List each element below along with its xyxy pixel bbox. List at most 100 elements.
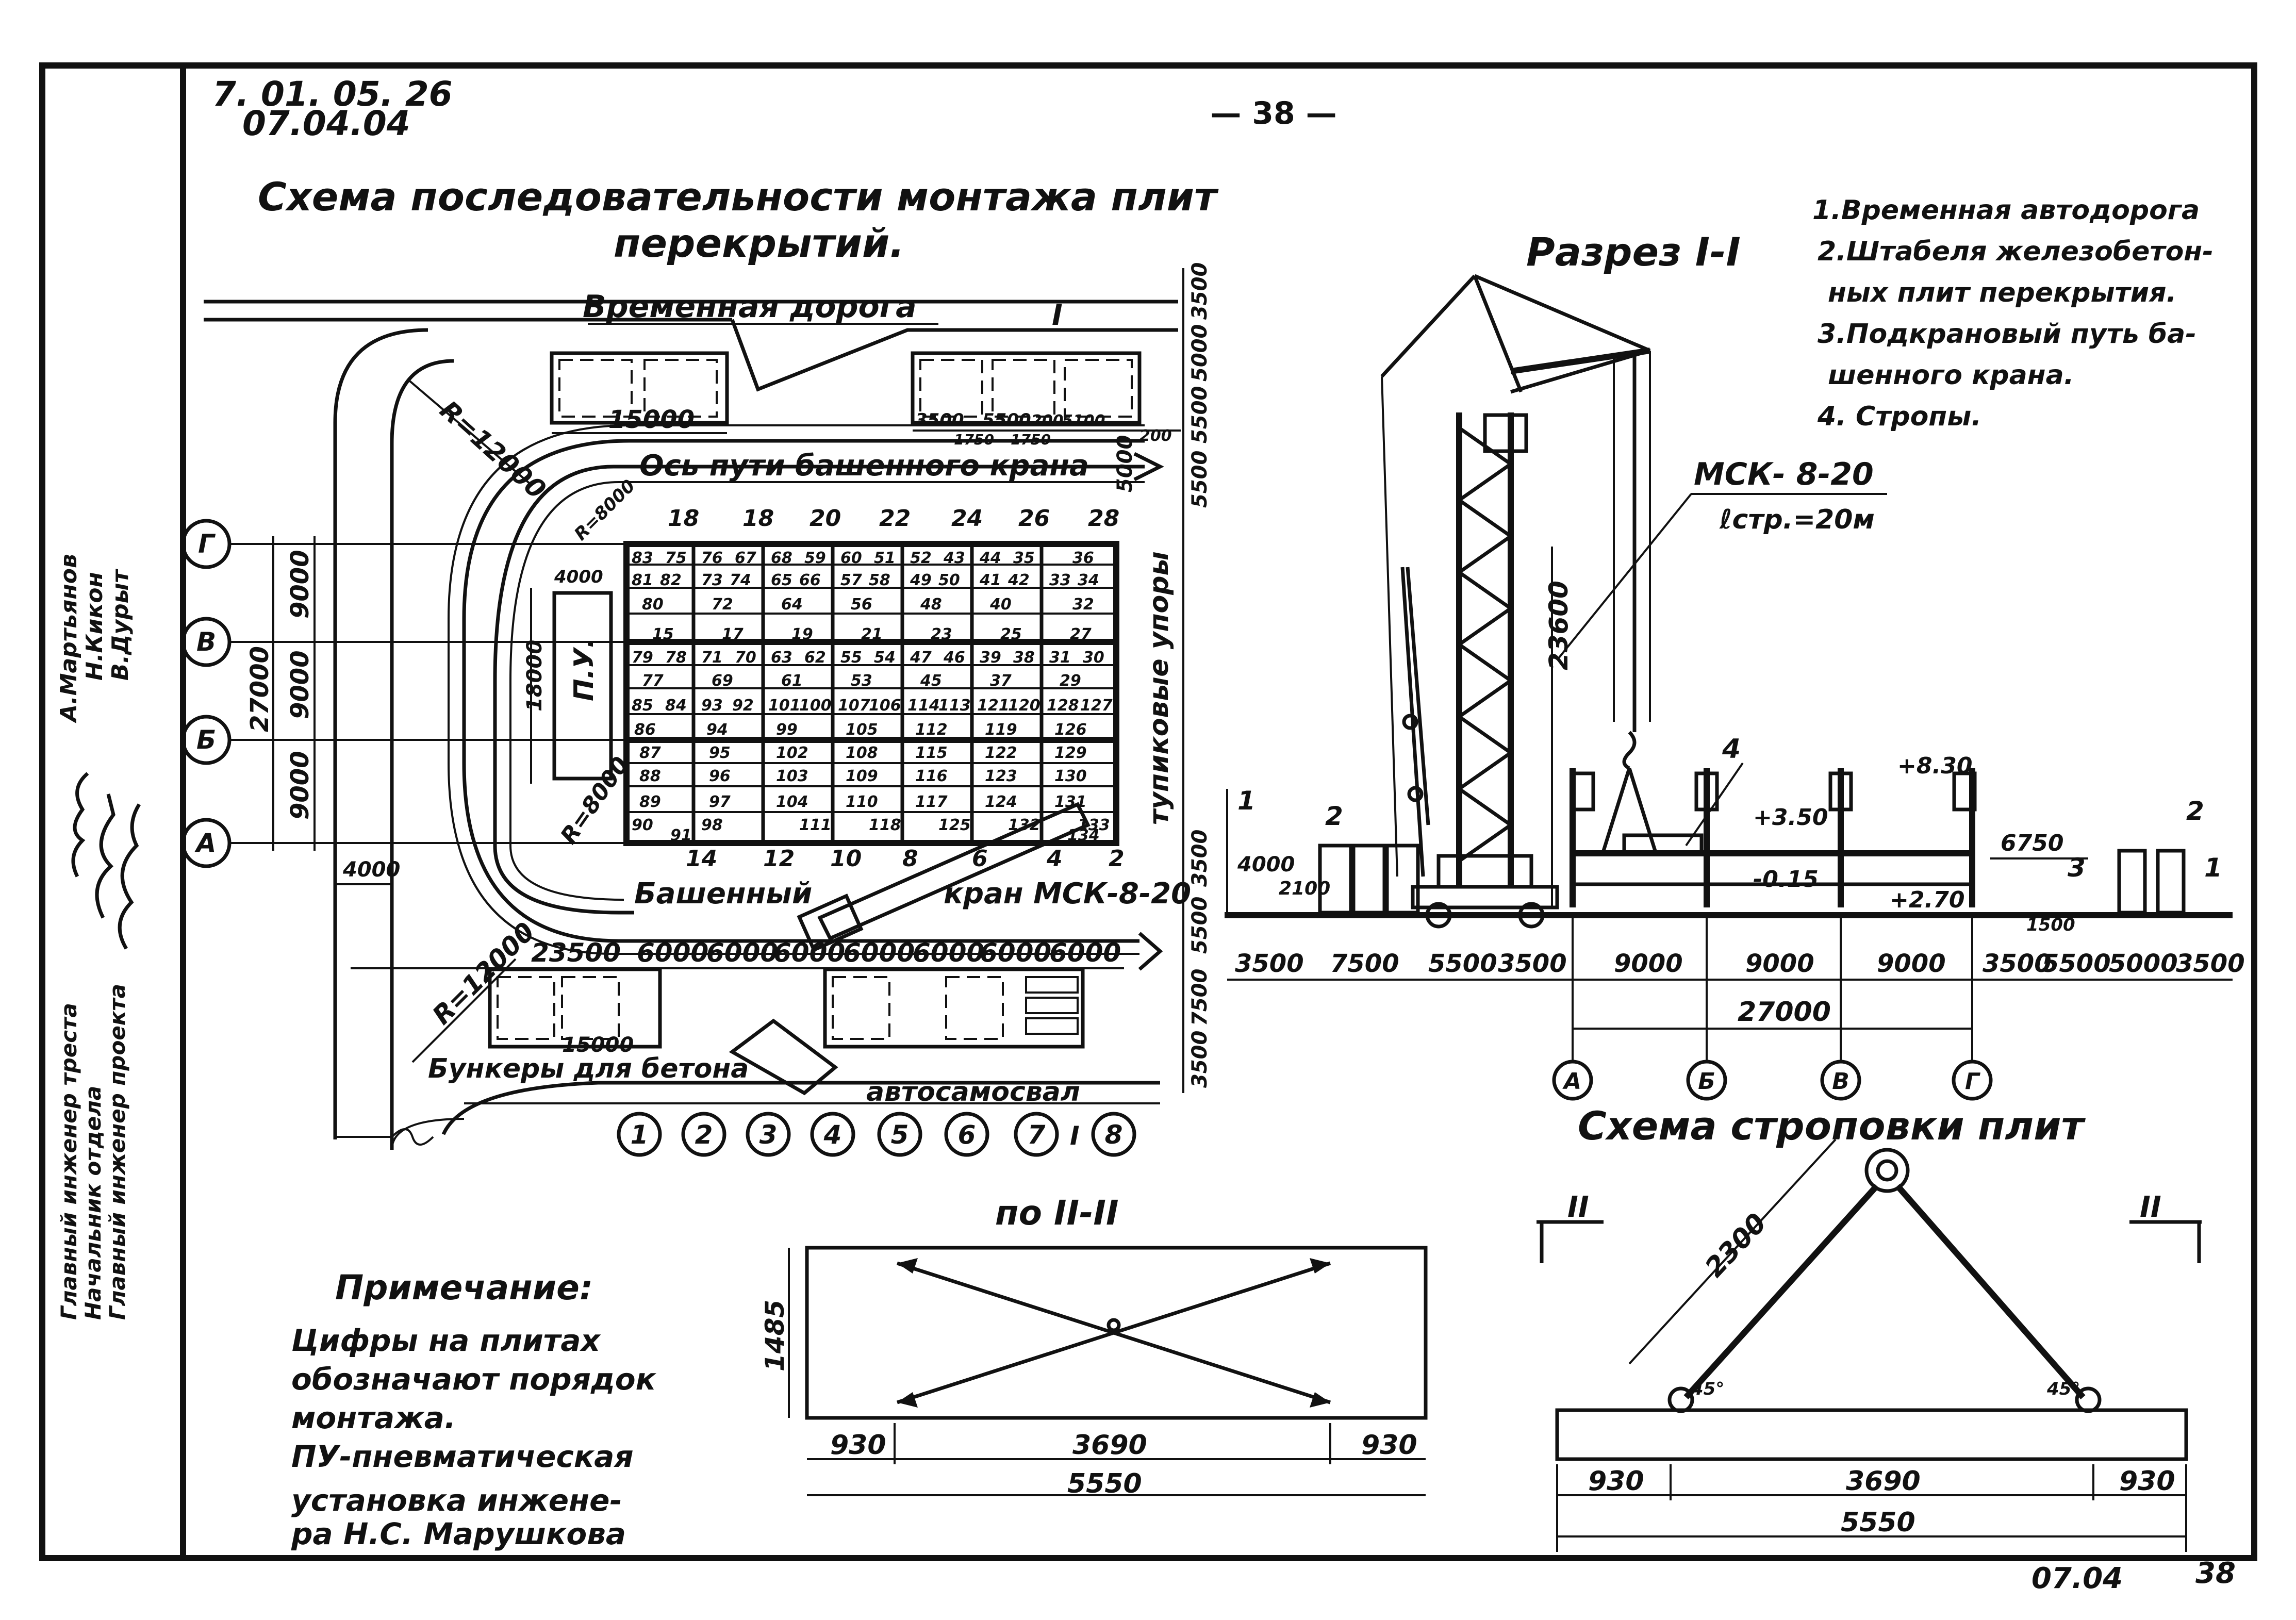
plate-num: 121	[977, 697, 1010, 715]
plate-num: 35	[1013, 549, 1035, 567]
bottom-number: 3	[759, 1120, 778, 1150]
plate-num: 55	[840, 649, 862, 667]
plate-num: 113	[938, 697, 971, 715]
section-axis-label: А	[1562, 1068, 1581, 1095]
doc-code-line2: 07.04.04	[242, 104, 410, 143]
bottom-number: 4	[823, 1120, 842, 1150]
stamp-name-1: А.Мартьянов	[56, 554, 82, 723]
plate-num: 46	[943, 649, 965, 667]
section-mark: 1	[1237, 786, 1256, 816]
elevation: +2.70	[1890, 887, 1964, 913]
section-axes: А Б В Г	[1552, 1060, 1993, 1101]
plate-num: 124	[985, 793, 1017, 811]
plate-num: 50	[938, 571, 960, 589]
section-mark: 1	[2204, 853, 2222, 883]
dim-top-right-4: 200	[1139, 427, 1172, 445]
plate-num: 41	[979, 571, 1001, 589]
legend-line: 1.Временная автодорога	[1812, 195, 2200, 226]
plate-num: 103	[776, 767, 808, 785]
section-title: Разрез I-I	[1526, 229, 1741, 275]
plate-num: 25	[1000, 625, 1022, 643]
tower-crane-plan	[797, 802, 1091, 952]
plate-num: 119	[985, 721, 1017, 739]
plate-num: 128	[1047, 697, 1079, 715]
bottom-number: 2	[695, 1120, 713, 1150]
column-top-label: 20	[810, 505, 841, 532]
plate-num: 27	[1070, 625, 1092, 643]
section-axis-label: В	[1832, 1068, 1849, 1095]
plate-num: 52	[910, 549, 932, 567]
dump-truck	[729, 1018, 838, 1096]
plate-num: 75	[665, 549, 687, 567]
plate-num: 97	[709, 793, 731, 811]
stamp-role-3: Главный инженер проекта	[105, 984, 130, 1320]
page-number: — 38 —	[1210, 95, 1336, 131]
view2-height: 1485	[760, 1300, 790, 1371]
truck-label: автосамосвал	[866, 1077, 1080, 1107]
plate-num: 36	[1072, 549, 1094, 567]
plate-num: 59	[804, 549, 826, 567]
view2-dim: 3690	[1072, 1430, 1147, 1461]
building-grid	[623, 541, 1119, 846]
dim-bottom: 6000	[980, 938, 1051, 968]
plate-num: 123	[985, 767, 1017, 785]
section-legend: 1.Временная автодорога 2.Штабеля железоб…	[1812, 195, 2214, 432]
plate-num: 112	[915, 721, 948, 739]
signature-1	[71, 772, 89, 878]
plate-num: 127	[1080, 697, 1113, 715]
dim-bottom: 6000	[913, 938, 984, 968]
row-dim: 9000	[286, 751, 315, 820]
section-i-i: Разрез I-I 1.Временная автодорога 2.Штаб…	[1225, 195, 2245, 1101]
bottom-number: 5	[891, 1120, 909, 1150]
stamp-role-1: Главный инженер треста	[56, 1003, 81, 1320]
stops-label: тупиковые упоры	[1144, 551, 1175, 825]
signature-3	[118, 803, 141, 950]
plate-num: 120	[1008, 697, 1040, 715]
plate-num: 61	[781, 672, 803, 690]
plate-num: 111	[799, 816, 832, 834]
plate-num: 42	[1007, 571, 1030, 589]
dim-right: 5500	[1188, 897, 1212, 954]
plate-num: 100	[799, 697, 832, 715]
plate-num: 19	[791, 625, 813, 643]
plate-num: 54	[874, 649, 896, 667]
height-label: 23600	[1544, 581, 1574, 670]
section-dim-6750: 6750	[2001, 830, 2063, 856]
plate-num: 96	[709, 767, 731, 785]
plate-num: 67	[735, 549, 756, 567]
plate-num: 66	[799, 571, 821, 589]
plate-num: 85	[632, 697, 653, 715]
legend-line: ных плит перекрытия.	[1828, 277, 2176, 308]
dim-4000-inner: 4000	[554, 567, 603, 587]
plate-num: 33	[1049, 571, 1071, 589]
plate-num: 62	[804, 649, 826, 667]
bottom-number: 6	[958, 1120, 976, 1150]
plate-num: 76	[701, 549, 723, 567]
plate-num: 49	[910, 571, 932, 589]
dim-right: 3500	[1188, 262, 1212, 320]
axis-row-label: Б	[196, 725, 216, 755]
section-dim-bottom: 7500	[1330, 949, 1399, 978]
plate-num: 88	[639, 767, 661, 785]
plate-num: 86	[634, 721, 656, 739]
dim-right: 5500	[1188, 451, 1212, 508]
dim-top-right-0: 3500	[915, 410, 964, 431]
approval-stamp: Главный инженер треста Начальник отдела …	[56, 554, 141, 1320]
plate-num: 101	[768, 697, 801, 715]
plate-num: 48	[920, 596, 942, 614]
plate-num: 60	[840, 549, 862, 567]
plate-num: 82	[660, 571, 682, 589]
section-mark: 2	[1325, 801, 1343, 831]
section-dim-bottom: 9000	[1614, 949, 1683, 978]
tower-crane-section	[1380, 274, 1657, 929]
plate-num: 116	[915, 767, 948, 785]
plate-num: 90	[632, 816, 653, 834]
section-mark: 4	[1722, 734, 1741, 765]
signature-2	[95, 794, 115, 919]
plate-num: 130	[1054, 767, 1087, 785]
column-bottom-label: 12	[763, 846, 795, 872]
hoppers-bottom	[488, 967, 1085, 1049]
elevation: -0.15	[1753, 866, 1819, 892]
plate-numbers: 83 76 68 60 52 44 36 75 67 59 51 43 35 8…	[632, 549, 1113, 845]
column-top-label: 18	[668, 505, 699, 532]
